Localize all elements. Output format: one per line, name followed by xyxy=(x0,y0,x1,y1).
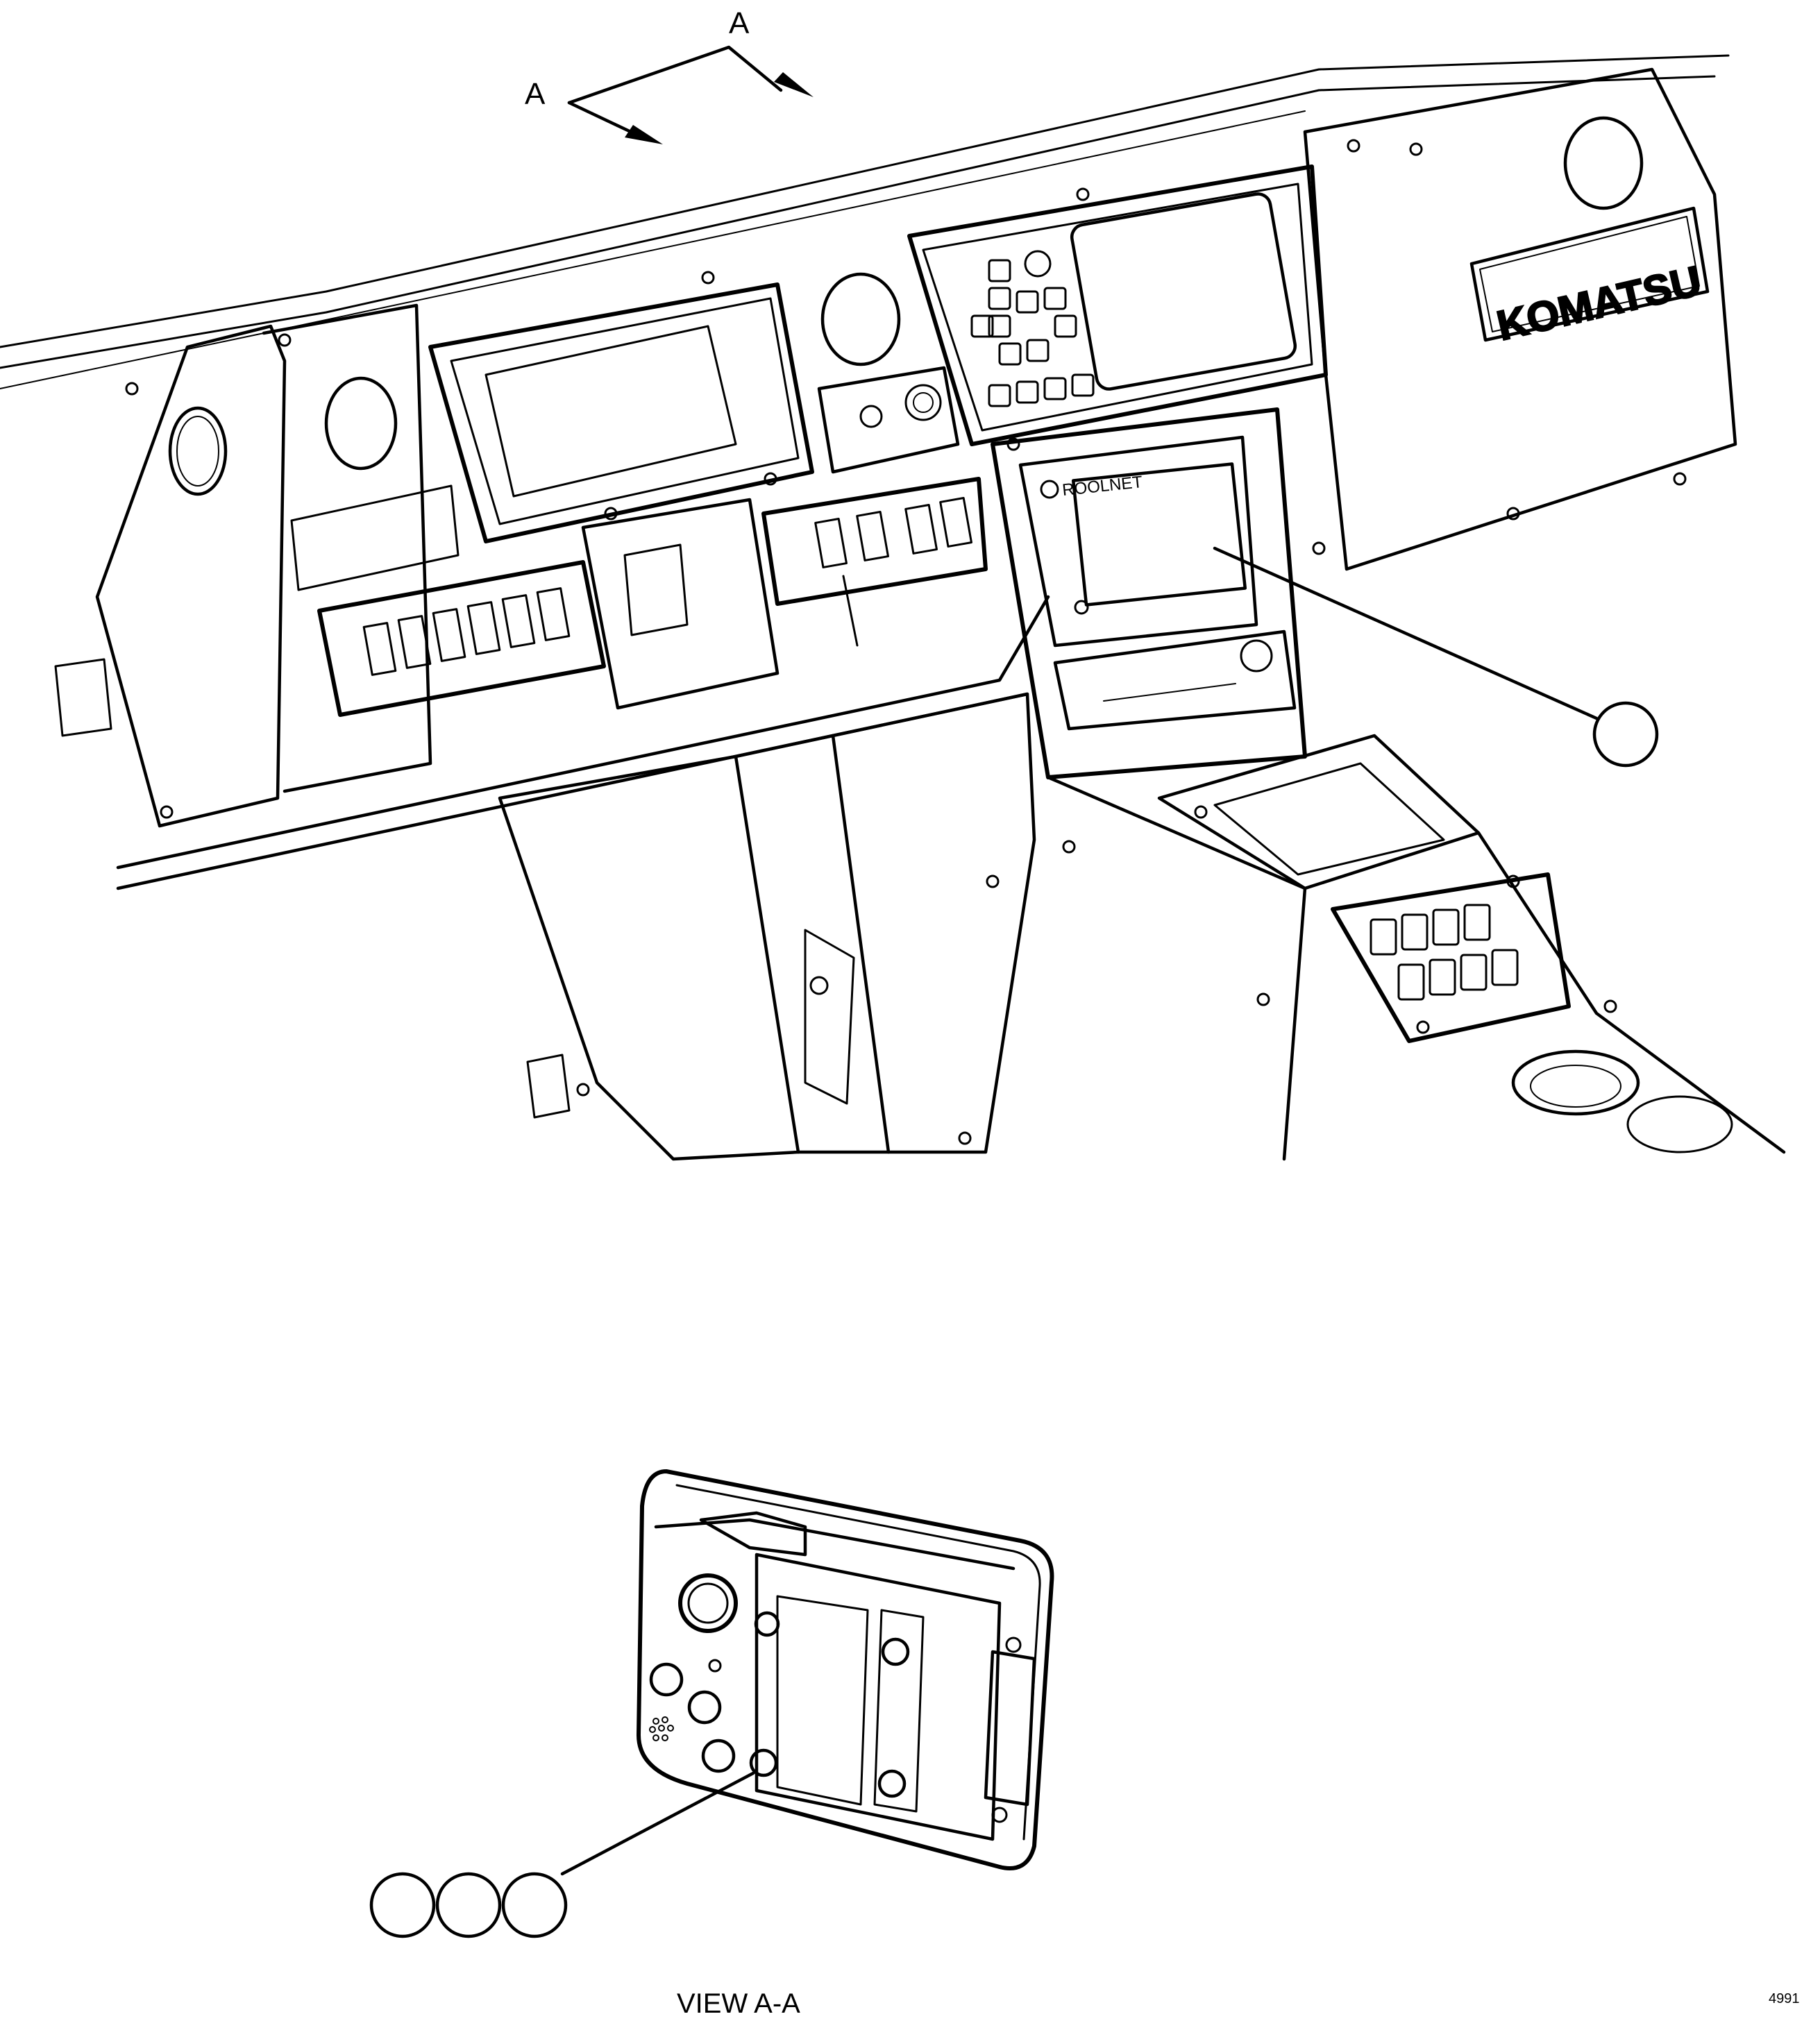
center-switch-panel xyxy=(761,477,988,647)
right-logo-panel: KOMATSU xyxy=(1303,67,1737,571)
fasteners xyxy=(125,139,1687,1145)
callout-upper-1 xyxy=(1592,701,1659,768)
komatsu-logo: KOMATSU xyxy=(1492,257,1705,350)
dashboard-assembly: KOMATSU ROOLNET xyxy=(0,54,1786,1161)
speaker-grille xyxy=(649,1716,674,1741)
callout-lower-1 xyxy=(369,1872,436,1938)
pedestal xyxy=(498,692,1036,1161)
callout-lower-2 xyxy=(435,1872,502,1938)
monitor-keypad-panel xyxy=(907,164,1328,446)
sheet-id: 4991 xyxy=(1769,1991,1800,2006)
view-a-a-display-back xyxy=(369,1469,1054,1938)
view-direction-arrows: A A xyxy=(525,6,814,144)
display-brand: ROOLNET xyxy=(1061,473,1144,500)
callout-lower-3 xyxy=(501,1872,568,1938)
center-console xyxy=(1046,734,1786,1161)
view-marker-right: A xyxy=(729,6,750,40)
view-caption: VIEW A-A xyxy=(677,1988,800,2019)
left-switch-panel xyxy=(317,560,606,717)
radio-display-module: ROOLNET xyxy=(991,407,1307,779)
view-marker-left: A xyxy=(525,77,546,111)
